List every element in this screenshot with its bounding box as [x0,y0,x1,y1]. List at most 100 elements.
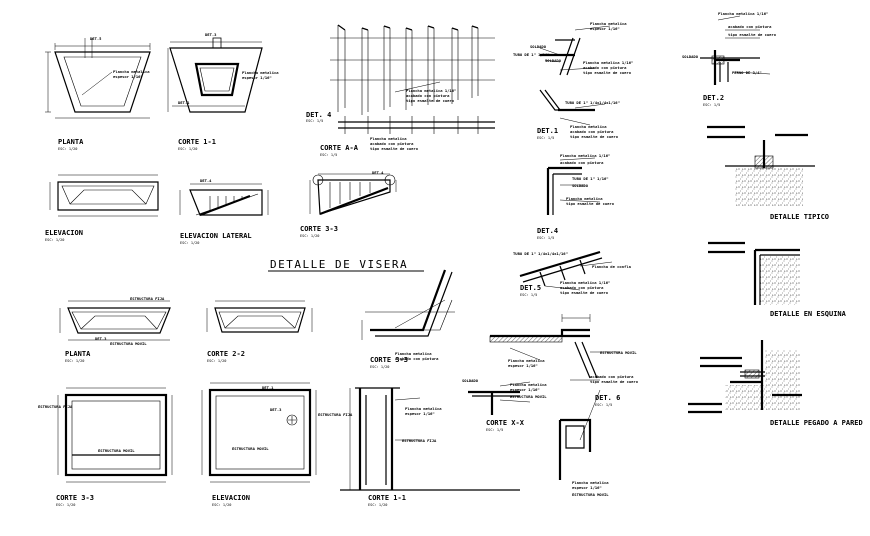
view-title: ELEVACION [45,229,83,237]
view-title: CORTE X-X [486,419,525,427]
sheet-title-text: DETALLE DE VISERA [270,258,408,271]
note-soldado: SOLDADO [682,54,699,59]
note-estructura-movil: ESTRUCTURA MOVIL [98,448,135,453]
note-estructura-fija: ESTRUCTURA FIJA [402,438,437,443]
note-esmalte: tipo esmalte de cuero [728,32,777,37]
note-espesor: espesor 1/16" [405,411,435,416]
note-esmalte: tipo esmalte de cuero [570,134,619,139]
note-estructura-fija: ESTRUCTURA FIJA [130,296,165,301]
note-plancha: Plancha metalica [242,70,279,75]
note-soldado: SOLDADO [462,378,479,383]
view-scale: ESC: 1/20 [65,359,84,363]
note-esmalte: tipo esmalte de cuero [560,290,609,295]
det-ref-label-2: DET.3 [270,407,282,412]
note-acabado: acabado con pintura [570,129,614,134]
note-plancha: Plancha metalica [510,382,547,387]
view-title: CORTE 2-2 [207,350,245,358]
view-det-6: acabado con pintura tipo esmalte de cuer… [558,374,639,497]
view-planta-top: DET.5 Plancha metalica espesor 1/16" PLA… [45,36,151,151]
note-plancha: Plancha metalica 1/16" [718,11,768,16]
note-acabado: acabado con pintura [728,24,772,29]
note-plancha: Plancha metalica 1/16" [406,88,456,93]
note-acabado: acabado con pintura [560,160,604,165]
det-ref-label: DET.1 [262,385,274,390]
note-tubo: TUBO DE 1" 1/16" [572,176,609,181]
view-corte-1-1-bottom: Plancha metalica espesor 1/16" ESTRUCTUR… [340,387,520,507]
view-title: DETALLE EN ESQUINA [770,310,847,318]
note-tubo: TUBO DE 1" 1/4x1/4x1/16" [565,100,620,105]
view-title: CORTE 3-3 [300,225,338,233]
note-espesor: espesor 1/16" [510,387,540,392]
note-espesor: espesor 1/16" [572,485,602,490]
view-scale: ESC: 1/5 [520,293,537,297]
view-title: CORTE A-A [320,144,359,152]
view-title: CORTE 1-1 [368,494,406,502]
view-title: PLANTA [65,350,91,358]
view-title: DET. 4 [306,111,331,119]
note-acabado: acabado con pintura [370,141,414,146]
view-scale: ESC: 1/20 [58,147,77,151]
view-corte-3-3: DET.4 CORTE 3-3 ESC: 1/20 [300,170,397,238]
sheet-title: DETALLE DE VISERA [268,258,424,272]
note-plancha-2: Plancha metalica 1/16" [583,60,633,65]
note-esmalte: tipo esmalte de cuero [566,201,615,206]
note-plancha: Plancha metalica [508,358,545,363]
note-plancha: Plancha metalica [113,69,150,74]
view-planta-bottom: ESTRUCTURA FIJA ESTRUCTURA MOVIL DET.3 P… [59,296,171,363]
view-scale: ESC: 1/20 [180,241,199,245]
note-plancha: Plancha metalica [570,124,607,129]
det-ref-label: DET.4 [372,170,384,175]
view-title: DET.1 [537,127,558,135]
note-estructura-fija: ESTRUCTURA FIJA [318,412,353,417]
det-ref-label: DET.4 [200,178,212,183]
note-soldado: SOLDADO [572,183,589,188]
det-ref-label: DET.3 [95,336,107,341]
note-plancha: Plancha metalica [590,21,627,26]
view-det-4: Plancha metalica 1/16" acabado con pintu… [306,24,495,123]
view-scale: ESC: 1/20 [45,238,64,242]
note-espesor: espesor 1/16" [242,75,272,80]
view-corte-1-1-top: DET.3 DET.1 Plancha metalica espesor 1/1… [167,32,279,151]
note-estructura-movil: ESTRUCTURA MOVIL [510,394,547,399]
view-elevacion: ELEVACION ESC: 1/20 [45,174,159,242]
note-acabado: acabado con pintura [395,356,439,361]
note-esmalte: tipo esmalte de cuero [406,98,455,103]
view-scale: ESC: 1/20 [207,359,226,363]
view-scale: ESC: 1/20 [368,503,387,507]
note-esmalte: tipo esmalte de cuero [583,70,632,75]
note-estructura-movil: ESTRUCTURA MOVIL [572,492,609,497]
note-acabado: acabado con pintura [583,65,627,70]
det-ref-label-2: DET.1 [178,100,190,105]
view-scale: ESC: 1/5 [595,403,612,407]
view-scale: ESC: 1/5 [320,153,337,157]
view-scale: ESC: 1/20 [212,503,231,507]
det-ref-label: DET.5 [90,36,102,41]
note-esmalte: tipo esmalte de cuero [590,379,639,384]
note-plancha: Plancha metalica [395,351,432,356]
view-title: CORTE 1-1 [178,138,216,146]
view-det-1-mid: Plancha metalica espesor 1/16" ESTRUCTUR… [489,314,637,379]
view-title: CORTE 3-3 [370,356,408,364]
view-title: CORTE 3-3 [56,494,94,502]
view-title: ELEVACION LATERAL [180,232,252,240]
view-det-1-top: TUBO DE 1" 1/4x1/4x1/16" Plancha metalic… [537,89,620,140]
note-estructura-fija: ESTRUCTURA FIJA [38,404,73,409]
view-det-3-top: Plancha metalica espesor 1/16" SOLDADO T… [513,21,633,76]
view-title: DETALLE TIPICO [770,213,829,221]
view-title: DET.2 [703,94,724,102]
view-elevacion-bottom: DET.1 DET.3 ESTRUCTURA MOVIL ESTRUCTURA … [201,382,353,507]
view-det-4b: Plancha metalica 1/16" acabado con pintu… [537,153,615,240]
note-plancha: Plancha metalica [572,480,609,485]
view-scale: ESC: 1/20 [56,503,75,507]
view-corte-2-2: CORTE 2-2 ESC: 1/20 [206,300,313,363]
note-perno: PERNO DE 3/4" [732,70,762,75]
note-estructura-movil: ESTRUCTURA MOVIL [232,446,269,451]
note-plancha: Plancha metalica 1/16" [560,280,610,285]
view-det-2: Plancha metalica 1/16" acabado con pintu… [682,11,777,107]
note-estructura-movil: ESTRUCTURA MOVIL [600,350,637,355]
note-espesor: espesor 1/16" [113,74,143,79]
note-acabado: acabado con pintura [560,285,604,290]
view-title: PLANTA [58,138,84,146]
